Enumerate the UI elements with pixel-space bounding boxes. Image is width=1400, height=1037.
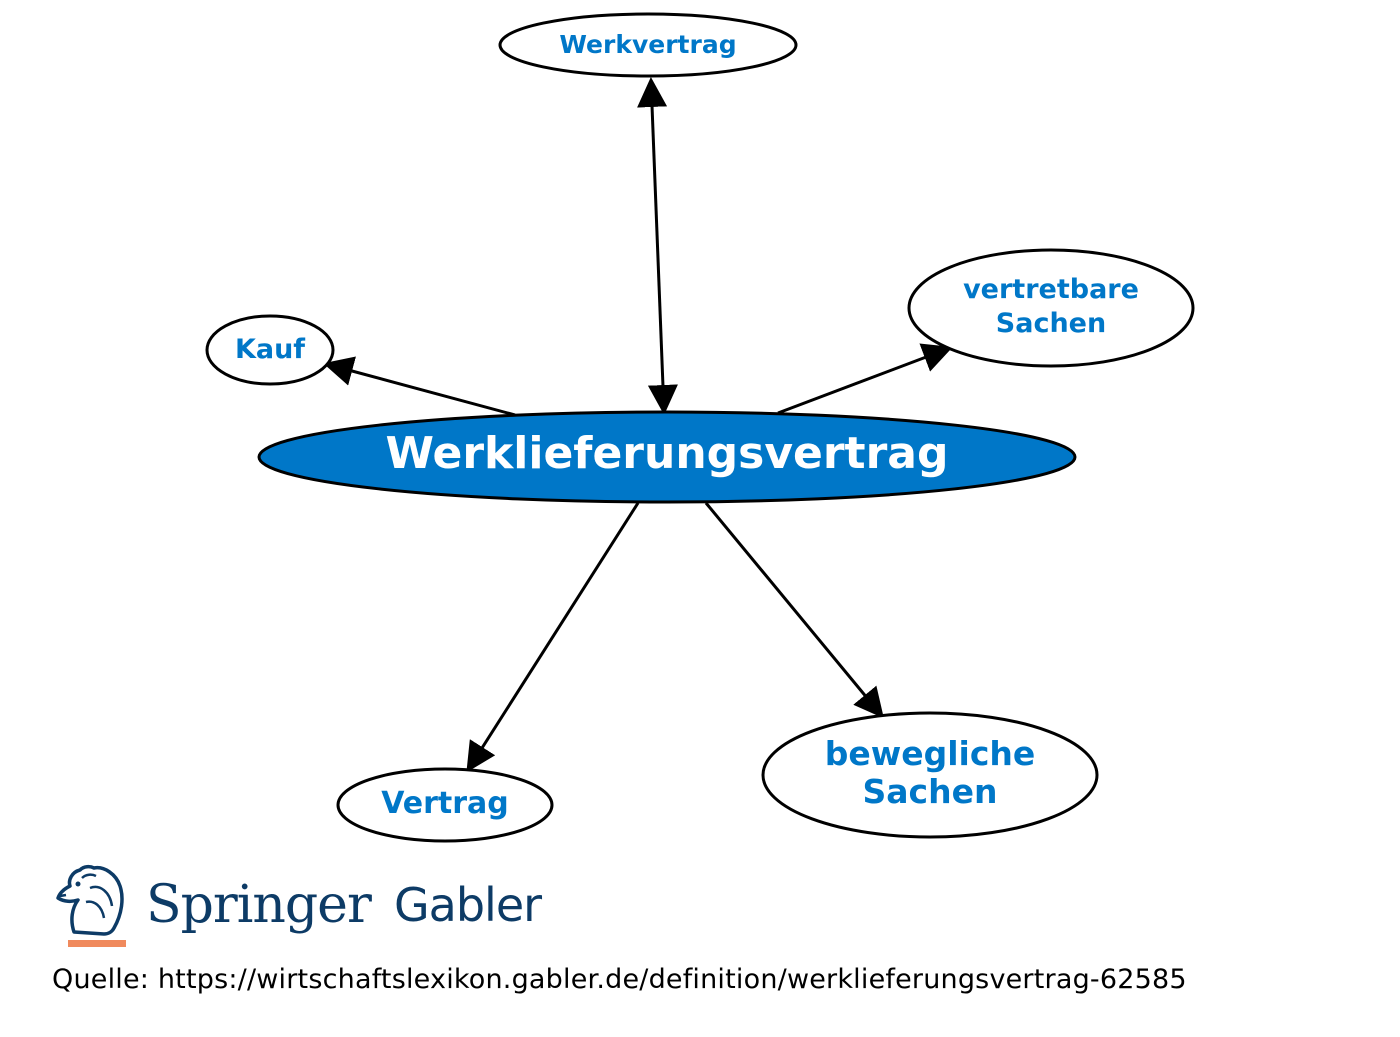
source-citation: Quelle: https://wirtschaftslexikon.gable…: [52, 964, 1187, 995]
node-vertretbare-sachen-line2: Sachen: [996, 308, 1106, 339]
edge-center-vertretbare-sachen: [777, 343, 953, 415]
node-vertretbare-sachen: vertretbare Sachen: [907, 248, 1195, 368]
edge-center-kauf: [323, 356, 516, 417]
edge-center-bewegliche-sachen: [704, 502, 884, 719]
node-vertrag: Vertrag: [336, 767, 554, 843]
logo-brand-text: Springer: [146, 875, 372, 935]
node-werklieferungsvertrag-label: Werklieferungsvertrag: [386, 428, 949, 479]
edge-center-werkvertrag: [637, 77, 678, 415]
node-werklieferungsvertrag: Werklieferungsvertrag: [257, 410, 1077, 504]
concept-map: Werklieferungsvertrag Werkvertrag Kauf v…: [205, 12, 1195, 843]
node-bewegliche-sachen-line2: Sachen: [863, 772, 998, 811]
node-werkvertrag-label: Werkvertrag: [559, 30, 736, 59]
node-kauf: Kauf: [205, 314, 335, 386]
node-vertrag-label: Vertrag: [381, 786, 509, 821]
node-bewegliche-sachen: bewegliche Sachen: [761, 711, 1099, 839]
node-bewegliche-sachen-line1: bewegliche: [825, 734, 1036, 773]
node-vertretbare-sachen-line1: vertretbare: [963, 274, 1139, 305]
node-werkvertrag: Werkvertrag: [498, 12, 798, 78]
edge-center-vertrag: [466, 502, 640, 773]
node-kauf-label: Kauf: [235, 334, 305, 365]
springer-horse-icon: [56, 864, 126, 947]
springer-gabler-logo: Springer Gabler: [52, 862, 572, 954]
logo-sub-brand-text: Gabler: [394, 878, 542, 932]
